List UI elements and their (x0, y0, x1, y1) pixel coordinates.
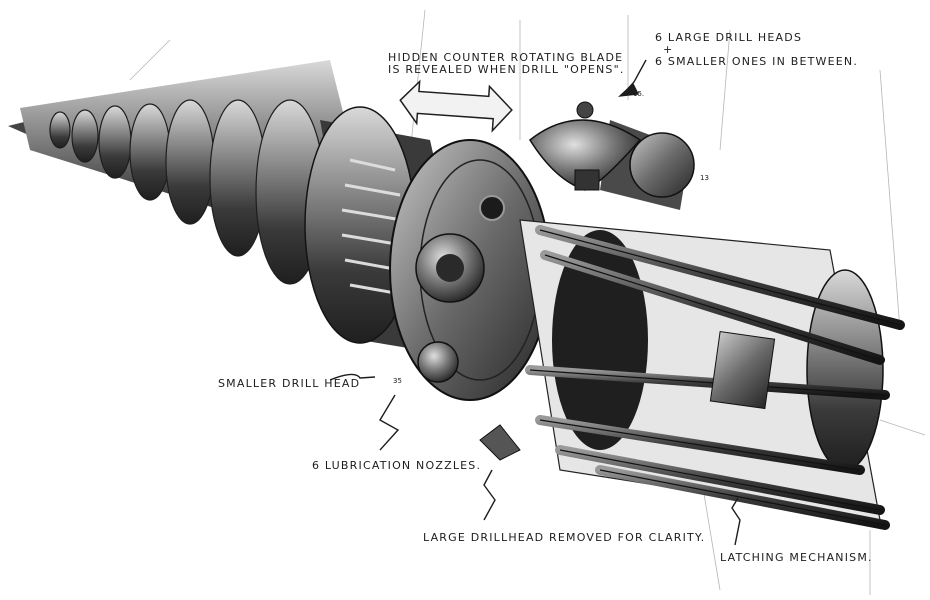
drill-screw-cone (8, 60, 380, 285)
annotation-heads-plus: + (663, 43, 674, 56)
annotation-blade: Hidden counter rotating blade is reveale… (388, 52, 625, 76)
annotation-small-head-text: Smaller drill head (218, 377, 361, 390)
mark-13: 13 (700, 174, 709, 182)
annotation-removed: Large drillhead removed for clarity. (423, 532, 705, 544)
mark-35: 35 (393, 377, 402, 385)
front-cage (519, 219, 905, 530)
annotation-small-head: Smaller drill head (218, 378, 360, 390)
annotation-heads-line1: 6 Large Drill Heads (655, 31, 803, 44)
annotation-heads-line2: 6 smaller ones in between. (655, 55, 859, 68)
annotation-blade-line1: Hidden counter rotating blade (388, 51, 624, 64)
double-arrow (399, 79, 513, 133)
annotation-blade-line2: is revealed when drill "opens". (388, 63, 625, 76)
annotation-latching: Latching mechanism. (720, 552, 873, 564)
mark-15: 15. (633, 90, 644, 98)
annotation-nozzles-text: 6 lubrication nozzles. (312, 459, 482, 472)
large-drill-head (529, 101, 695, 210)
annotation-latching-text: Latching mechanism. (720, 551, 873, 564)
annotation-removed-text: Large drillhead removed for clarity. (423, 531, 706, 544)
annotation-nozzles: 6 lubrication nozzles. (312, 460, 481, 472)
rotating-ring (389, 139, 551, 461)
leader-lines (329, 59, 741, 546)
annotation-heads: 6 Large Drill Heads + 6 smaller ones in … (655, 32, 858, 68)
